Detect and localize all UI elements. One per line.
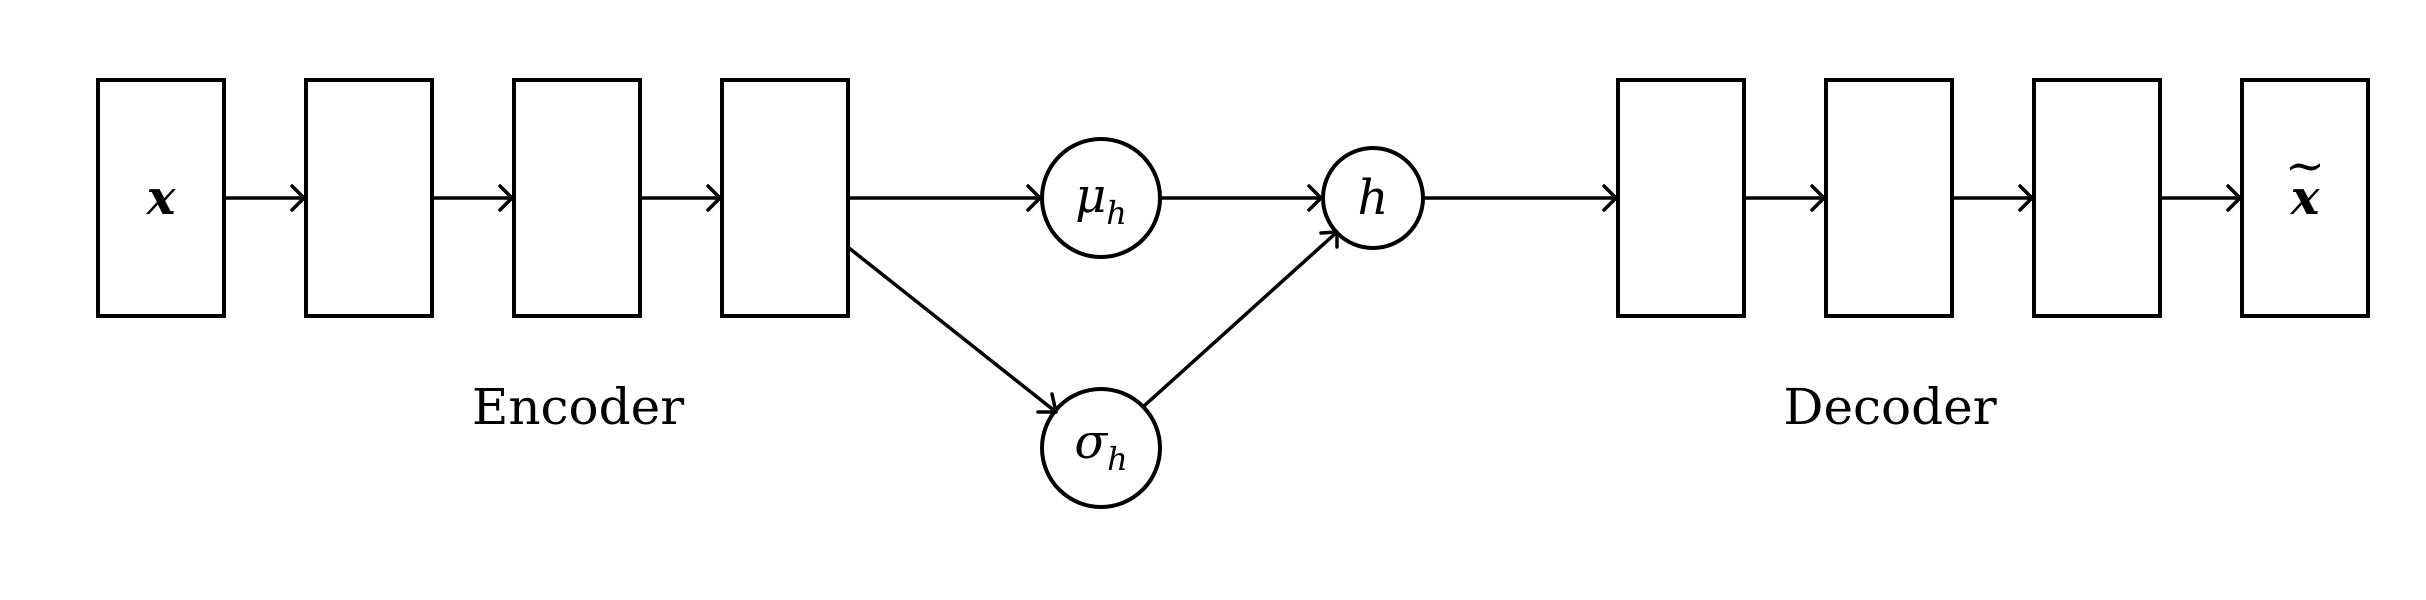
encoder-label: Encoder: [472, 378, 684, 436]
arrow-mean-to-code: [1160, 184, 1323, 212]
std-node: [1040, 387, 1162, 509]
mean-label: μh: [1075, 168, 1127, 232]
output-tilde-accent: ~: [2285, 138, 2325, 194]
decoder-hidden-layer-3: [2032, 78, 2162, 318]
encoder-hidden-layer-2: [512, 78, 642, 318]
arrow-dec3-to-output: [2160, 184, 2242, 212]
arrow-dec2-to-dec3: [1952, 184, 2034, 212]
arrow-enc3-to-std: [847, 246, 1058, 414]
std-label: σh: [1074, 414, 1127, 478]
input-layer-box: [96, 78, 226, 318]
decoder-hidden-layer-1: [1616, 78, 1746, 318]
connections: [224, 184, 2242, 414]
encoder-hidden-layer-1: [304, 78, 434, 318]
output-layer-box: [2240, 78, 2370, 318]
latent-code-label: h: [1358, 170, 1389, 226]
arrow-enc3-to-mean: [848, 184, 1042, 212]
arrow-code-to-dec1: [1423, 184, 1618, 212]
decoder-label: Decoder: [1783, 378, 1996, 436]
arrow-input-to-enc1: [224, 184, 306, 212]
output-symbol: x: [2290, 170, 2321, 226]
encoder-hidden-layer-3: [720, 78, 850, 318]
decoder-hidden-layer-2: [1824, 78, 1954, 318]
latent-space: μh σh h: [1040, 137, 1425, 509]
arrow-enc2-to-enc3: [640, 184, 722, 212]
input-symbol: x: [146, 170, 177, 226]
decoder: x ~ Decoder: [1616, 78, 2370, 436]
arrow-dec1-to-dec2: [1744, 184, 1826, 212]
encoder: x Encoder: [96, 78, 850, 436]
arrow-std-to-code: [1142, 230, 1339, 408]
arrow-enc1-to-enc2: [432, 184, 514, 212]
